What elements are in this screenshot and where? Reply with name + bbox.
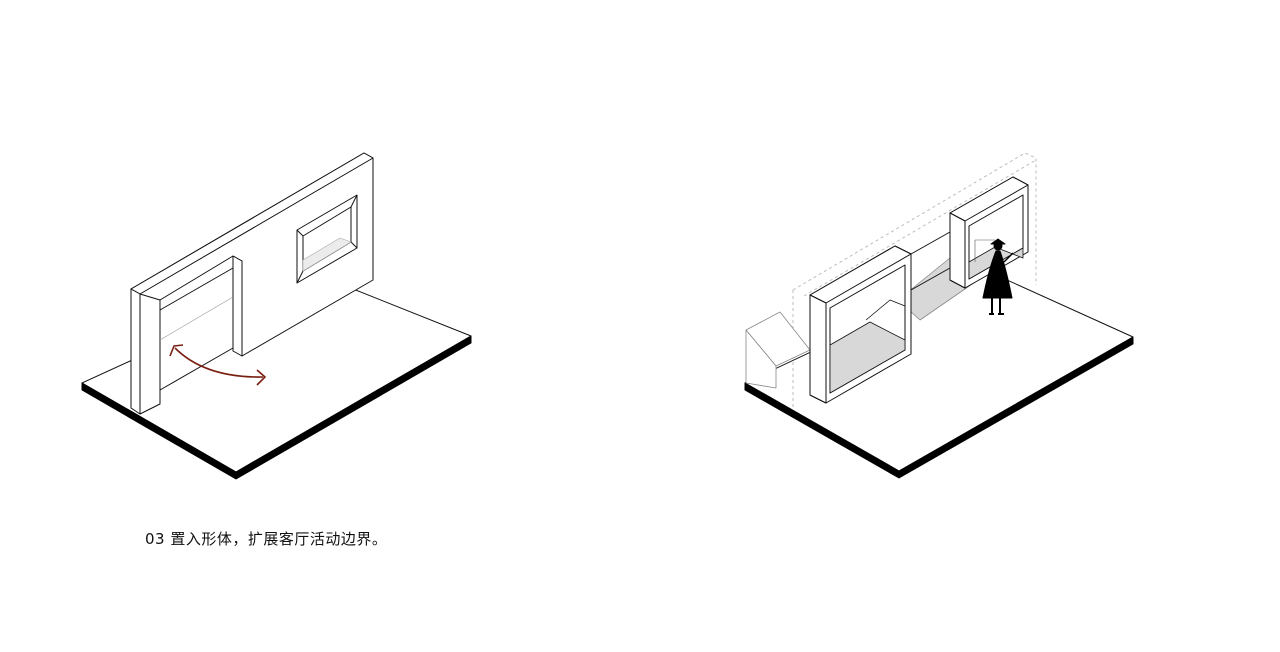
large-box-left [809, 294, 827, 404]
floor-slab-edge [81, 335, 472, 480]
door-jamb [232, 255, 243, 357]
arrow-head-left [169, 344, 184, 357]
after-diagram [744, 152, 1134, 479]
before-diagram [81, 152, 472, 480]
large-box-floor [829, 321, 906, 394]
floor-slab-edge-2 [744, 336, 1134, 479]
left-pier-front [130, 288, 141, 415]
dashed-outline [792, 152, 1037, 408]
bench-front [745, 329, 777, 389]
person-silhouette [982, 238, 1014, 315]
small-box-left [949, 212, 966, 289]
diagram-caption: 03 置入形体，扩展客厅活动边界。 [145, 530, 388, 548]
left-pier-side [139, 293, 161, 415]
rotation-arrow [174, 347, 264, 378]
arrow-head-right [256, 369, 266, 386]
